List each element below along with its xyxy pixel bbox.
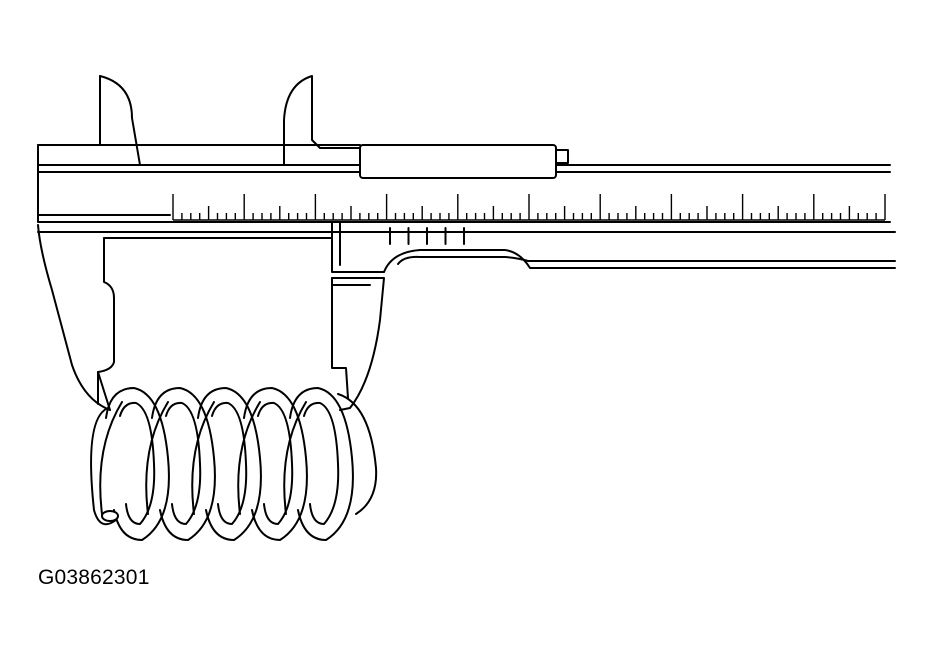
spring-back-strand — [145, 401, 169, 515]
spring-coil-inner — [303, 401, 340, 525]
main-scale-ticks — [172, 194, 886, 221]
spring-coil — [105, 387, 170, 541]
sliding-jaw — [283, 75, 896, 411]
fixed-jaw — [37, 75, 333, 411]
spring-wire-cut-end — [101, 510, 119, 522]
spring-end-left — [90, 407, 117, 526]
spring-back-strand — [99, 401, 123, 515]
coil-spring — [90, 387, 378, 541]
spring-back-strand — [191, 401, 215, 515]
figure-code: G03862301 — [38, 566, 150, 589]
spring-back-strand — [237, 401, 261, 515]
spring-coil — [197, 387, 262, 541]
spring-back-strand — [283, 401, 307, 515]
spring-end-right — [337, 393, 378, 515]
spring-coil-inner — [119, 401, 156, 525]
spring-coil — [243, 387, 308, 541]
vernier-scale-ticks — [389, 227, 465, 245]
spring-coil — [151, 387, 216, 541]
spring-coil-inner — [257, 401, 294, 525]
spring-coil-inner — [165, 401, 202, 525]
spring-coil — [289, 387, 354, 541]
spring-coil-inner — [211, 401, 248, 525]
